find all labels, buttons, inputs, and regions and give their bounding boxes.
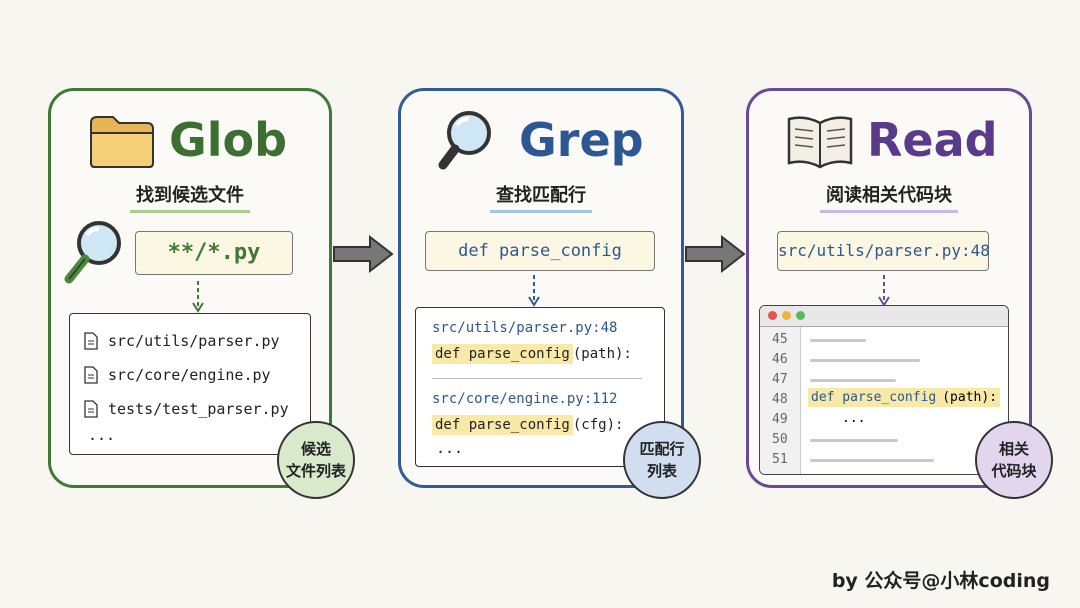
glob-title: Glob	[51, 107, 329, 173]
match-code: def parse_config(path):	[432, 340, 664, 368]
glob-pattern: **/*.py	[135, 231, 293, 275]
badge-line: 列表	[646, 462, 677, 480]
line-number: 48	[772, 392, 788, 407]
magnifier-icon	[64, 221, 121, 284]
code-rest: (path):	[939, 388, 1001, 407]
read-pattern: src/utils/parser.py:48	[777, 231, 990, 271]
code-line-placeholder	[810, 359, 920, 362]
glob-badge: 候选 文件列表	[277, 421, 355, 499]
list-ellipsis: ...	[436, 439, 464, 457]
read-subtitle: 阅读相关代码块	[749, 181, 1029, 213]
list-item[interactable]: tests/test_parser.py	[84, 392, 310, 426]
match-rest: (path):	[572, 346, 632, 362]
code-line-highlight: def parse_config(path):	[808, 388, 1001, 407]
code-line-placeholder	[810, 459, 934, 462]
match-code: def parse_config(cfg):	[432, 411, 664, 439]
right-arrow-icon	[333, 234, 394, 274]
window-titlebar	[760, 306, 1008, 327]
list-item[interactable]: src/core/engine.py	[84, 358, 310, 392]
file-icon	[84, 332, 98, 350]
code-window: 45 46 47 48 49 50 51 def parse_config(pa…	[759, 305, 1009, 475]
line-number: 50	[772, 432, 788, 447]
glob-subtitle-text: 找到候选文件	[130, 185, 250, 213]
folder-icon	[90, 116, 154, 168]
list-ellipsis: ...	[88, 426, 116, 444]
line-number: 49	[772, 412, 788, 427]
read-title-text: Read	[867, 113, 998, 167]
close-dot[interactable]	[768, 311, 777, 320]
glob-file-list: src/utils/parser.py src/core/engine.py t…	[69, 313, 311, 455]
read-subtitle-text: 阅读相关代码块	[820, 185, 958, 213]
magnifier-icon	[438, 111, 491, 170]
glob-panel: Glob 找到候选文件 **/*.py src/utils/parser.py …	[48, 88, 355, 499]
badge-line: 代码块	[991, 462, 1037, 480]
book-icon	[787, 116, 853, 169]
badge-line: 相关	[998, 440, 1029, 458]
read-down-arrow	[878, 275, 890, 307]
match-highlight: def parse_config	[432, 344, 573, 364]
match-highlight: def parse_config	[432, 415, 573, 435]
maximize-dot[interactable]	[796, 311, 805, 320]
badge-line: 匹配行	[639, 440, 685, 458]
grep-match-list: src/utils/parser.py:48 def parse_config(…	[415, 307, 665, 467]
list-item[interactable]: src/utils/parser.py	[84, 324, 310, 358]
match-path[interactable]: src/core/engine.py:112	[432, 391, 618, 407]
right-arrow-icon	[685, 234, 746, 274]
grep-panel: Grep 查找匹配行 def parse_config src/utils/pa…	[398, 88, 701, 499]
line-number: 47	[772, 372, 788, 387]
grep-title-text: Grep	[519, 113, 644, 167]
minimize-dot[interactable]	[782, 311, 791, 320]
grep-subtitle-text: 查找匹配行	[490, 185, 592, 213]
code-area: 45 46 47 48 49 50 51 def parse_config(pa…	[760, 327, 1008, 474]
badge-line: 文件列表	[285, 462, 346, 480]
file-name: src/core/engine.py	[108, 366, 271, 384]
glob-down-arrow	[192, 281, 204, 313]
read-badge: 相关 代码块	[975, 421, 1053, 499]
read-title: Read	[749, 107, 1029, 173]
glob-subtitle: 找到候选文件	[51, 181, 329, 213]
code-line-placeholder	[810, 439, 898, 442]
match-path[interactable]: src/utils/parser.py:48	[432, 320, 618, 336]
file-name: tests/test_parser.py	[108, 400, 289, 418]
file-icon	[84, 366, 98, 384]
grep-title: Grep	[401, 107, 681, 173]
credit-text: by 公众号@小林coding	[831, 570, 1050, 592]
line-number: 46	[772, 352, 788, 367]
divider	[432, 378, 642, 379]
code-line-placeholder	[810, 339, 866, 342]
match-rest: (cfg):	[572, 417, 624, 433]
line-number: 51	[772, 452, 788, 467]
read-panel: Read 阅读相关代码块 src/utils/parser.py:48 45 4…	[746, 88, 1053, 499]
glob-title-text: Glob	[169, 113, 288, 167]
grep-subtitle: 查找匹配行	[401, 181, 681, 213]
grep-pattern: def parse_config	[425, 231, 655, 271]
grep-badge: 匹配行 列表	[623, 421, 701, 499]
file-icon	[84, 400, 98, 418]
file-name: src/utils/parser.py	[108, 332, 280, 350]
line-gutter	[760, 327, 801, 474]
grep-down-arrow	[528, 275, 540, 307]
line-number: 45	[772, 332, 788, 347]
code-highlight: def parse_config	[808, 388, 940, 407]
code-line-placeholder	[810, 379, 896, 382]
code-ellipsis: ...	[842, 411, 866, 426]
badge-line: 候选	[300, 440, 331, 458]
